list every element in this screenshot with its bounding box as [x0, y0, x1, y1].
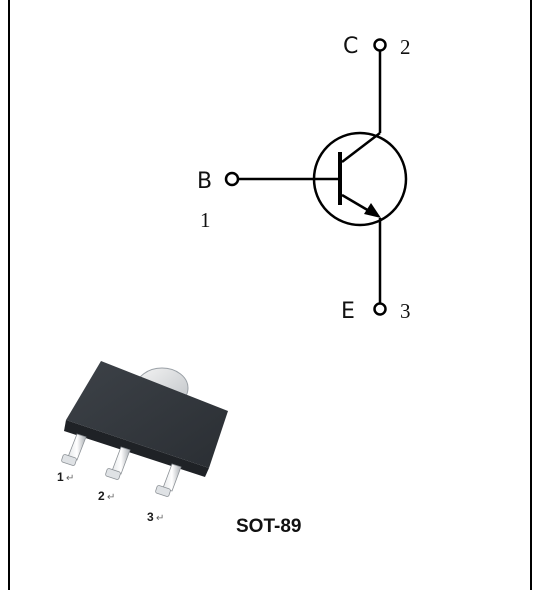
base-terminal — [224, 171, 240, 187]
collector-terminal — [373, 38, 387, 52]
base-number: 1 — [200, 208, 211, 232]
return-mark-icon: ↵ — [107, 492, 115, 503]
emitter-letter: E — [341, 299, 355, 324]
emitter-number: 3 — [400, 299, 411, 323]
lead-3 — [155, 463, 182, 497]
transistor-symbol — [224, 38, 408, 316]
package-pin-3-label: 3 — [147, 510, 154, 524]
collector-wire — [341, 132, 381, 163]
lead-2 — [105, 446, 131, 480]
package-pin-2-label: 2 — [98, 489, 105, 503]
package-name: SOT-89 — [236, 516, 301, 537]
sot89-package-image: 1 2 3 ↵ ↵ ↵ — [57, 361, 228, 524]
base-letter: B — [197, 169, 212, 194]
package-body-top — [66, 361, 228, 468]
collector-letter: C — [343, 34, 358, 59]
package-pin-1-label: 1 — [57, 470, 64, 484]
collector-number: 2 — [400, 35, 411, 59]
emitter-terminal — [373, 302, 387, 316]
return-mark-icon: ↵ — [156, 513, 164, 524]
emitter-arrow — [364, 203, 381, 218]
lead-1 — [61, 433, 87, 466]
package-body-front — [64, 420, 209, 477]
return-mark-icon: ↵ — [66, 473, 74, 484]
